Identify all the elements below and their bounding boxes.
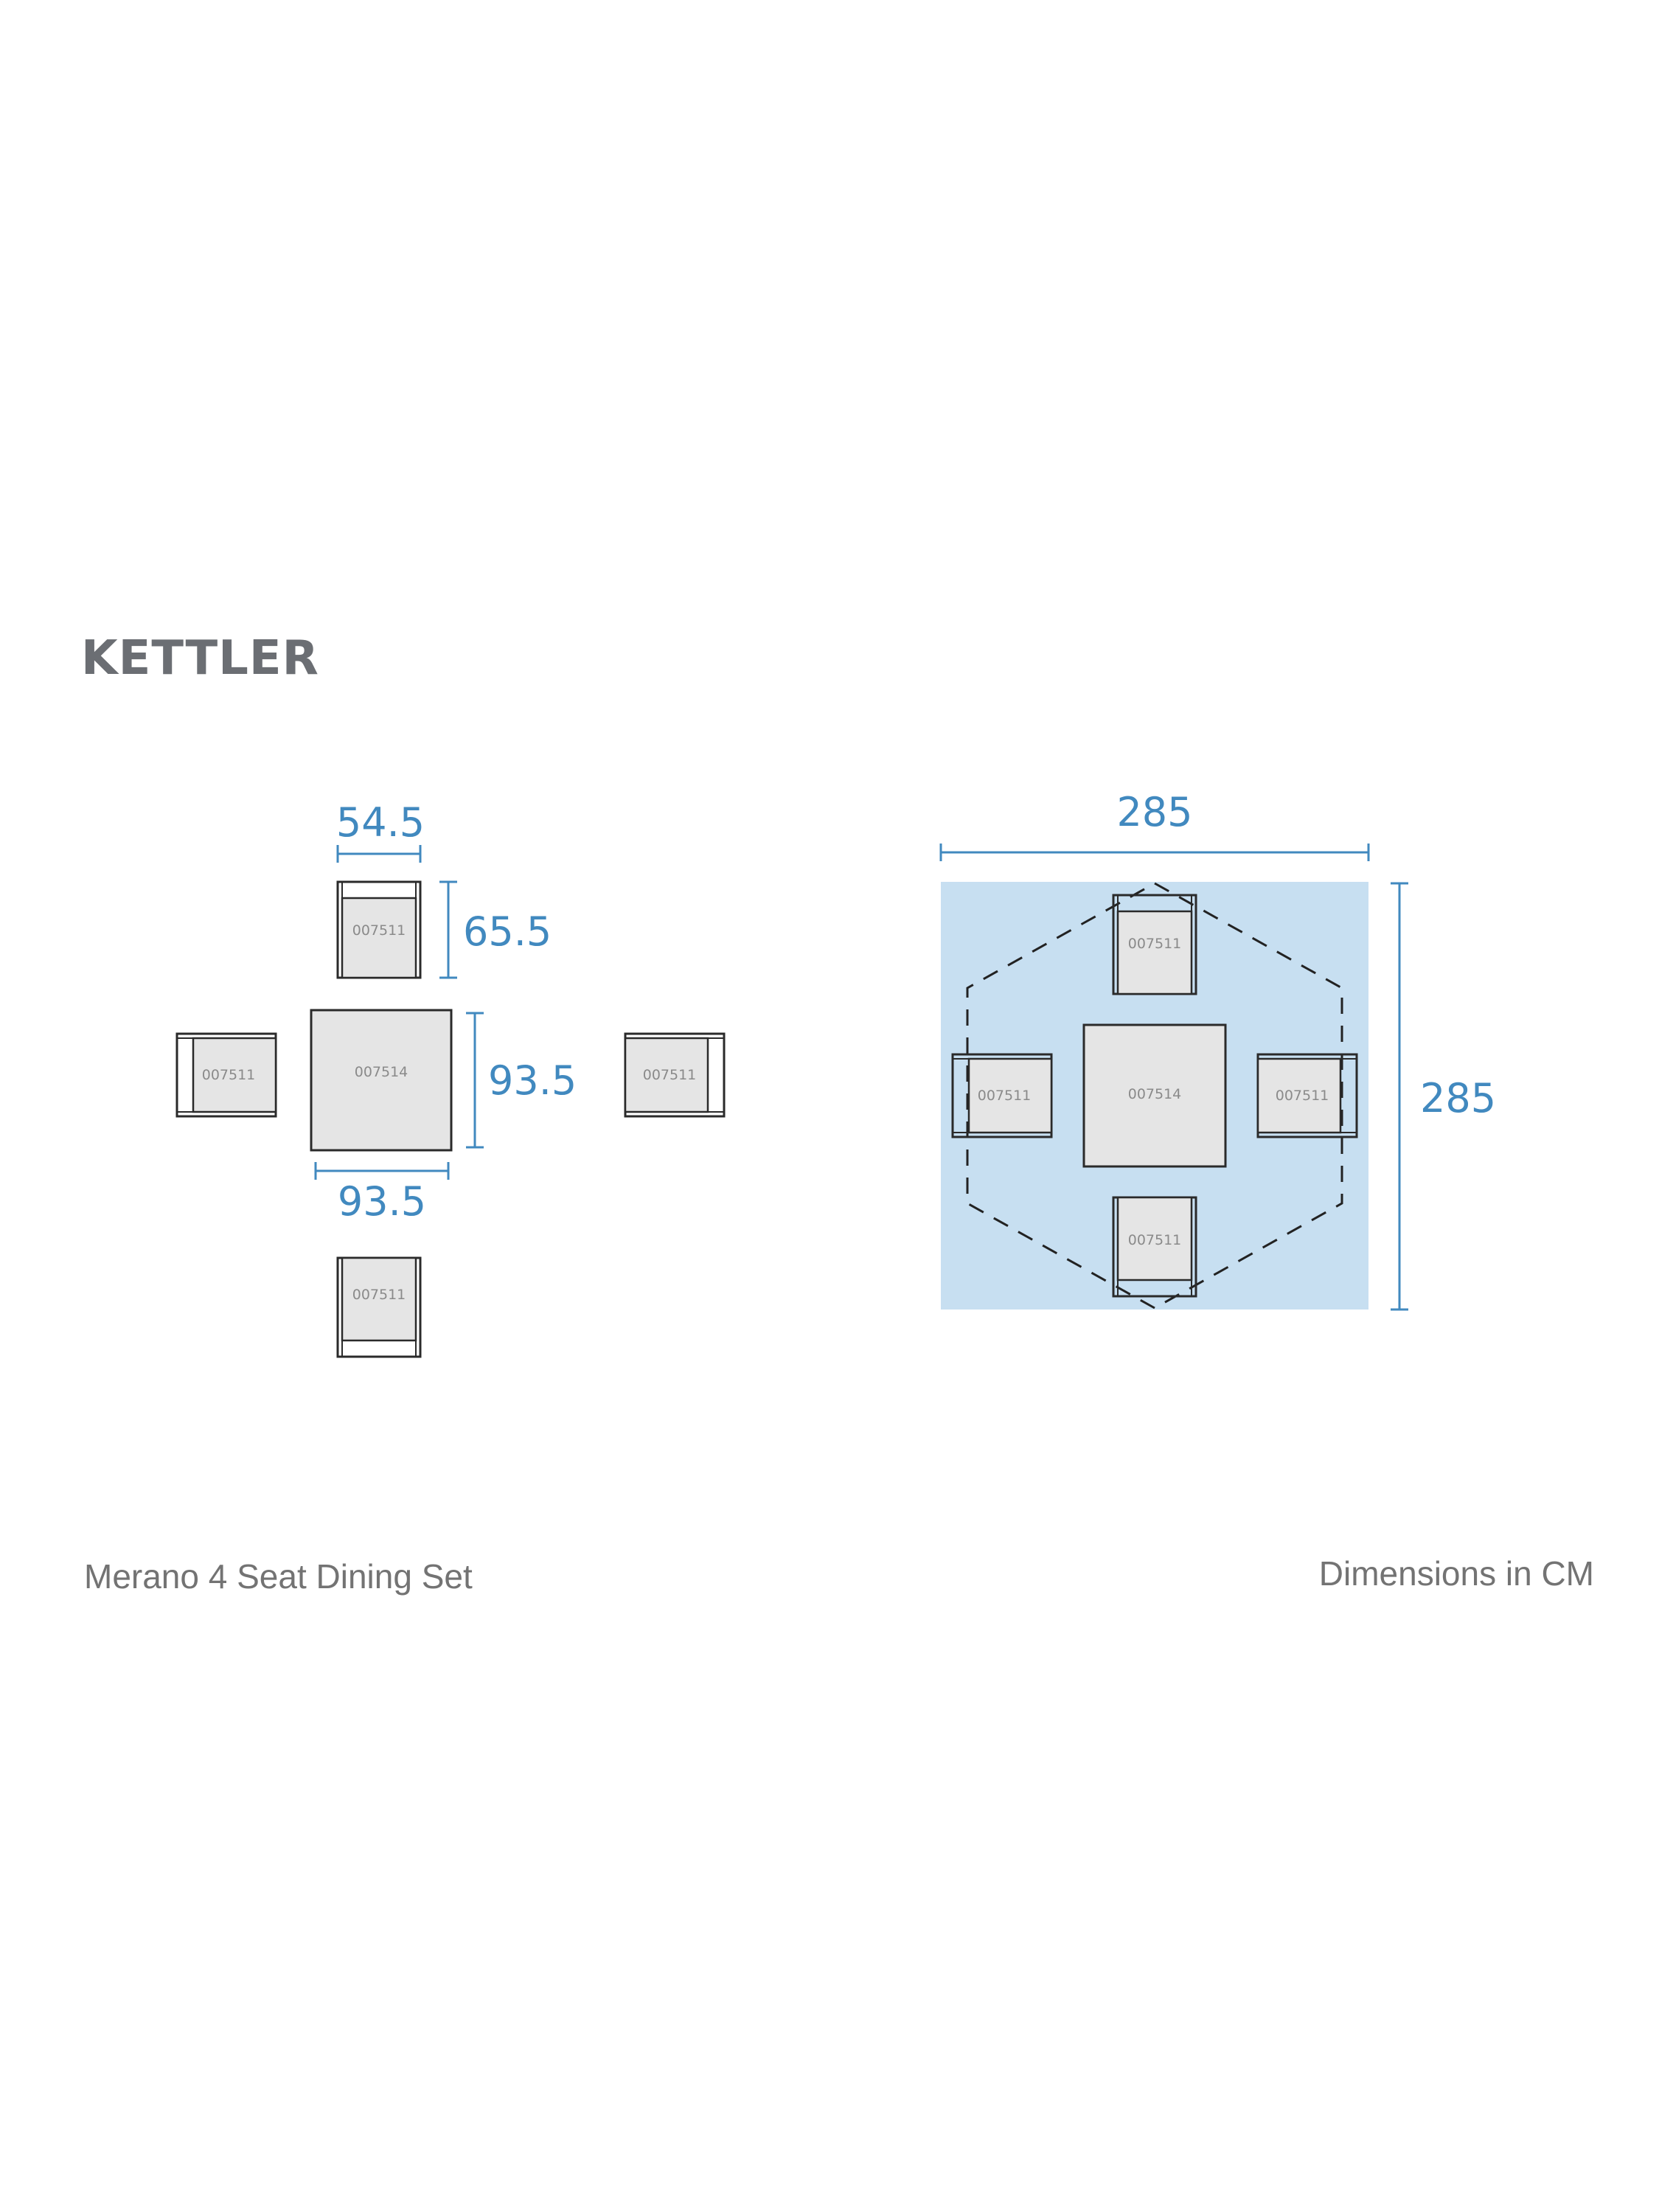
chair-right: 007511 xyxy=(624,1032,726,1118)
chair-top: 007511 xyxy=(336,880,422,979)
chair-bottom: 007511 xyxy=(1112,1196,1197,1298)
item-plan: 54.5 007511 65.5 007511 0075 xyxy=(175,799,726,1358)
chair-bottom: 007511 xyxy=(336,1256,422,1358)
chair-width-label: 54.5 xyxy=(336,799,425,846)
clearance-outline xyxy=(966,882,1343,1310)
chair-code-label: 007511 xyxy=(1276,1088,1329,1104)
chair-depth-label: 65.5 xyxy=(463,908,552,955)
total-width-dimension: 285 xyxy=(939,789,1370,861)
chair-left: 007511 xyxy=(951,1053,1053,1138)
table: 007514 xyxy=(1082,1023,1227,1168)
chair-width-dimension: 54.5 xyxy=(336,799,425,863)
total-depth-label: 285 xyxy=(1420,1075,1496,1121)
table-width-dimension: 93.5 xyxy=(314,1162,450,1225)
chair-code-label: 007511 xyxy=(1128,936,1182,952)
chair-code-label: 007511 xyxy=(352,922,406,939)
chair-right: 007511 xyxy=(1256,1053,1358,1138)
chair-left: 007511 xyxy=(175,1032,277,1118)
total-width-label: 285 xyxy=(1116,789,1192,835)
product-name: Merano 4 Seat Dining Set xyxy=(84,1557,473,1596)
assembled-layout: 285 007511 007511 007514 xyxy=(939,789,1496,1311)
chair-top: 007511 xyxy=(1112,894,1197,995)
chair-code-label: 007511 xyxy=(978,1088,1032,1104)
chair-code-label: 007511 xyxy=(202,1067,256,1083)
kettler-logo: KETTLER xyxy=(81,631,319,686)
chair-code-label: 007511 xyxy=(643,1067,697,1083)
table-code-label: 007514 xyxy=(1128,1086,1182,1102)
table-depth-label: 93.5 xyxy=(488,1057,577,1104)
table-code-label: 007514 xyxy=(355,1064,408,1080)
table-depth-dimension: 93.5 xyxy=(466,1012,577,1149)
table: 007514 xyxy=(310,1009,453,1152)
chair-depth-dimension: 65.5 xyxy=(439,880,552,979)
total-depth-dimension: 285 xyxy=(1391,882,1496,1311)
table-width-label: 93.5 xyxy=(338,1178,426,1225)
chair-code-label: 007511 xyxy=(352,1287,406,1303)
chair-code-label: 007511 xyxy=(1128,1232,1182,1248)
units-note: Dimensions in CM xyxy=(1319,1554,1594,1593)
